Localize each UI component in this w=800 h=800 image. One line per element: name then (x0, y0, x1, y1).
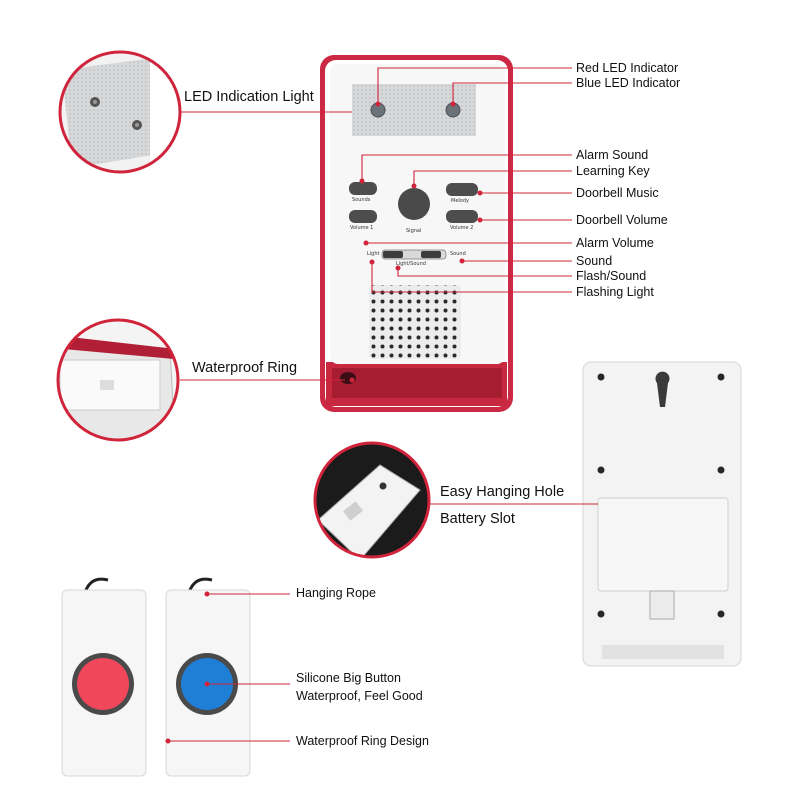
label-easy-hanging-hole: Easy Hanging Hole (440, 484, 565, 500)
light-tiny-label: Light (367, 251, 380, 257)
label-alarm-sound: Alarm Sound (576, 148, 649, 162)
speaker-grille (369, 285, 461, 359)
label-flashing-light: Flashing Light (576, 285, 654, 299)
volume2-tiny-label: Volume 2 (450, 225, 474, 231)
label-flash-sound: Flash/Sound (576, 269, 647, 283)
volume1-button[interactable] (349, 210, 377, 223)
volume1-tiny-label: Volume 1 (350, 225, 374, 231)
hanging-hole-closeup (313, 441, 431, 559)
label-red-led-indicator: Red LED Indicator (576, 61, 679, 75)
light-sound-tiny-label: Light/Sound (396, 261, 426, 267)
sound-tiny-label: Sound (450, 251, 466, 257)
label-hanging-rope: Hanging Rope (296, 586, 376, 600)
label-waterproof-ring: Waterproof Ring (192, 360, 298, 376)
hanging-hole-icon (655, 371, 670, 407)
label-waterproof-ring-design: Waterproof Ring Design (296, 734, 429, 748)
signal-button[interactable] (398, 188, 430, 220)
label-battery-slot: Battery Slot (440, 511, 515, 527)
waterproof-ring-closeup (56, 318, 180, 442)
led-closeup (58, 50, 182, 174)
label-learning-key: Learning Key (576, 164, 650, 178)
sounds-tiny-label: Sounds (352, 197, 371, 203)
label-alarm-volume: Alarm Volume (576, 236, 654, 250)
leader-lines (168, 67, 598, 742)
mode-slider[interactable] (381, 249, 447, 260)
melody-tiny-label: Melody (451, 198, 469, 204)
label-waterproof-feel-good: Waterproof, Feel Good (296, 689, 423, 703)
label-doorbell-volume: Doorbell Volume (576, 213, 668, 227)
signal-tiny-label: Signal (406, 228, 422, 234)
label-led-indication-light: LED Indication Light (184, 89, 314, 105)
label-sound: Sound (576, 254, 613, 268)
sounds-button[interactable] (349, 182, 377, 195)
melody-button[interactable] (446, 183, 478, 196)
receiver-back-view (582, 361, 742, 667)
red-call-button[interactable] (77, 658, 129, 710)
screw-holes (597, 373, 725, 618)
label-blue-led-indicator: Blue LED Indicator (576, 76, 681, 90)
volume2-button[interactable] (446, 210, 478, 223)
leader-dots (165, 101, 483, 744)
label-doorbell-music: Doorbell Music (576, 186, 659, 200)
label-silicone-big-button: Silicone Big Button (296, 671, 401, 685)
